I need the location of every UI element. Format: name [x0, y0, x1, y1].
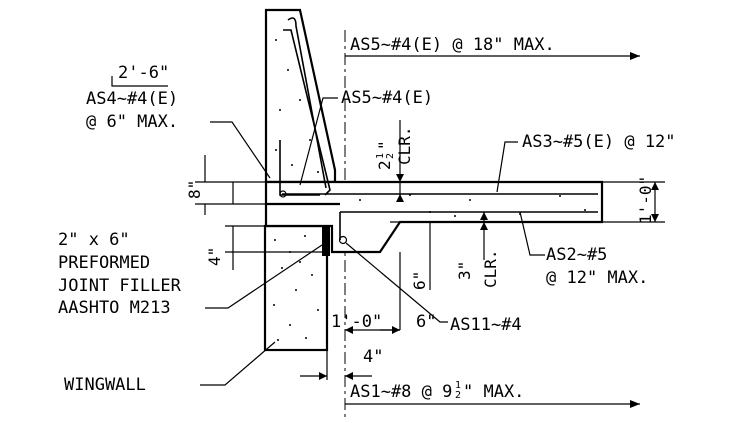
svg-text:AS1~#8 @ 9: AS1~#8 @ 9 — [350, 382, 452, 402]
svg-text:2: 2 — [385, 153, 396, 159]
as5-top-arrow — [630, 52, 640, 60]
three-clr-label: 3" — [455, 261, 474, 280]
as3-label: AS3~#5(E) @ 12" — [522, 132, 676, 152]
svg-text:1: 1 — [375, 153, 386, 159]
clr-top-dim-text: 2 1 2 " — [375, 140, 396, 170]
as1-label: AS1~#8 @ 9 1 2 " MAX. — [350, 380, 524, 402]
filler-leader — [205, 244, 323, 309]
svg-text:1: 1 — [455, 380, 461, 391]
as11-leader — [345, 242, 448, 323]
clr-bot-label: CLR. — [481, 249, 500, 288]
as5-mid-label: AS5~#4(E) — [341, 88, 433, 108]
wingwall-stipple — [273, 235, 319, 341]
as11-bar-section — [338, 235, 348, 245]
as2-leader — [519, 211, 545, 256]
as4-leader — [210, 121, 271, 179]
six-horiz-label: 6" — [416, 312, 436, 332]
joint-filler — [322, 226, 330, 256]
parapet-outer-bar — [287, 17, 327, 189]
svg-text:": " — [375, 140, 394, 150]
six-vert-label: 6" — [410, 271, 429, 290]
as5-top-label: AS5~#4(E) @ 18" MAX. — [350, 35, 555, 55]
as5-mid-leader — [299, 97, 338, 186]
filler-label-line4: AASHTO M213 — [58, 298, 171, 318]
four-left-label: 4" — [205, 247, 224, 266]
as4-bracket — [111, 76, 168, 87]
one-foot-bottom-label: 1'-0" — [331, 312, 382, 332]
as3-leader — [496, 141, 518, 193]
eight-dim-label: 8" — [185, 180, 204, 199]
four-bottom-label: 4" — [363, 347, 383, 367]
svg-text:" MAX.: " MAX. — [463, 382, 524, 402]
as4-bar-section — [279, 190, 287, 198]
filler-label-line3: JOINT FILLER — [58, 276, 182, 296]
filler-label-line2: PREFORMED — [58, 253, 150, 273]
as4-label-line2: @ 6" MAX. — [86, 112, 178, 132]
wingwall-label: WINGWALL — [64, 375, 146, 395]
as1-arrow — [630, 400, 640, 408]
parapet-stipple — [275, 39, 319, 173]
as4-label-line1: AS4~#4(E) — [86, 89, 178, 109]
wingwall-leader — [200, 341, 276, 386]
svg-text:2: 2 — [455, 390, 461, 401]
as2-label-line2: @ 12" MAX. — [546, 268, 648, 288]
wingwall-block — [263, 224, 329, 352]
svg-text:2: 2 — [375, 160, 394, 170]
as11-label: AS11~#4 — [450, 315, 522, 335]
filler-label-line1: 2" x 6" — [58, 230, 130, 250]
clr-top-label: CLR. — [395, 126, 414, 165]
parapet-rebar-hook — [283, 29, 331, 196]
slab-thickness-label: 1'-0" — [636, 176, 655, 224]
as4-dim-label: 2'-6" — [118, 63, 169, 83]
as2-label-line1: AS2~#5 — [546, 245, 607, 265]
approach-slab — [264, 180, 604, 254]
parapet-wall — [264, 8, 337, 184]
